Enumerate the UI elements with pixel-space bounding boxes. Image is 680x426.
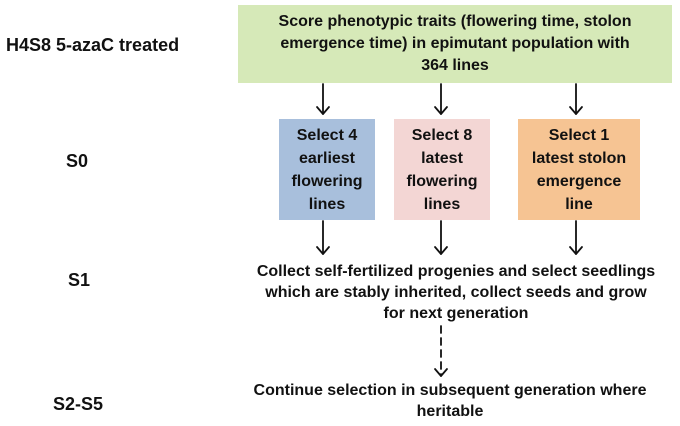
s1-description-line-1: Collect self-fertilized progenies and se… bbox=[256, 263, 656, 280]
arrowhead-to-latest-box bbox=[434, 106, 448, 115]
s2-s5-description: Continue selection in subsequent generat… bbox=[230, 380, 670, 422]
select-latest-line-1: Select 8 bbox=[411, 126, 473, 144]
select-earliest-line-4: lines bbox=[308, 195, 346, 213]
select-earliest-line-3: flowering bbox=[291, 172, 363, 190]
s2-s5-description-line-2: heritable bbox=[416, 403, 484, 420]
s1-description: Collect self-fertilized progenies and se… bbox=[232, 261, 680, 324]
select-earliest-flowering-box: Select 4 earliest flowering lines bbox=[279, 119, 375, 220]
arrowhead-latest-to-s1 bbox=[434, 246, 448, 255]
s1-description-line-2: which are stably inherited, collect seed… bbox=[265, 284, 647, 301]
select-stolon-line-1: Select 1 bbox=[548, 126, 610, 144]
arrowhead-s1-to-s2 bbox=[434, 368, 448, 377]
select-stolon-line-4: line bbox=[565, 195, 593, 213]
arrowhead-to-earliest-box bbox=[316, 106, 330, 115]
score-traits-line-1: Score phenotypic traits (flowering time,… bbox=[278, 13, 632, 30]
arrowhead-stolon-to-s1 bbox=[569, 246, 583, 255]
stage-label-treated: H4S8 5-azaC treated bbox=[6, 35, 180, 55]
arrowhead-to-stolon-box bbox=[569, 106, 583, 115]
score-traits-line-2: emergence time) in epimutant population … bbox=[280, 35, 630, 52]
s1-description-line-3: for next generation bbox=[383, 305, 529, 322]
stage-label-s2-s5: S2-S5 bbox=[53, 394, 104, 414]
arrowhead-earliest-to-s1 bbox=[316, 246, 330, 255]
select-stolon-line-3: emergence bbox=[536, 172, 622, 190]
select-latest-line-4: lines bbox=[423, 195, 461, 213]
stage-label-s1: S1 bbox=[68, 270, 91, 290]
select-latest-line-2: latest bbox=[421, 149, 463, 167]
s2-s5-description-line-1: Continue selection in subsequent generat… bbox=[253, 382, 647, 399]
select-earliest-line-1: Select 4 bbox=[296, 126, 358, 144]
select-stolon-line-2: latest stolon bbox=[531, 149, 627, 167]
stage-label-s0: S0 bbox=[66, 151, 89, 171]
select-latest-flowering-box: Select 8 latest flowering lines bbox=[394, 119, 490, 220]
select-latest-line-3: flowering bbox=[406, 172, 478, 190]
select-latest-stolon-box: Select 1 latest stolon emergence line bbox=[518, 119, 640, 220]
select-earliest-line-2: earliest bbox=[298, 149, 356, 167]
score-traits-line-3: 364 lines bbox=[421, 57, 489, 74]
score-traits-box: Score phenotypic traits (flowering time,… bbox=[238, 5, 672, 83]
